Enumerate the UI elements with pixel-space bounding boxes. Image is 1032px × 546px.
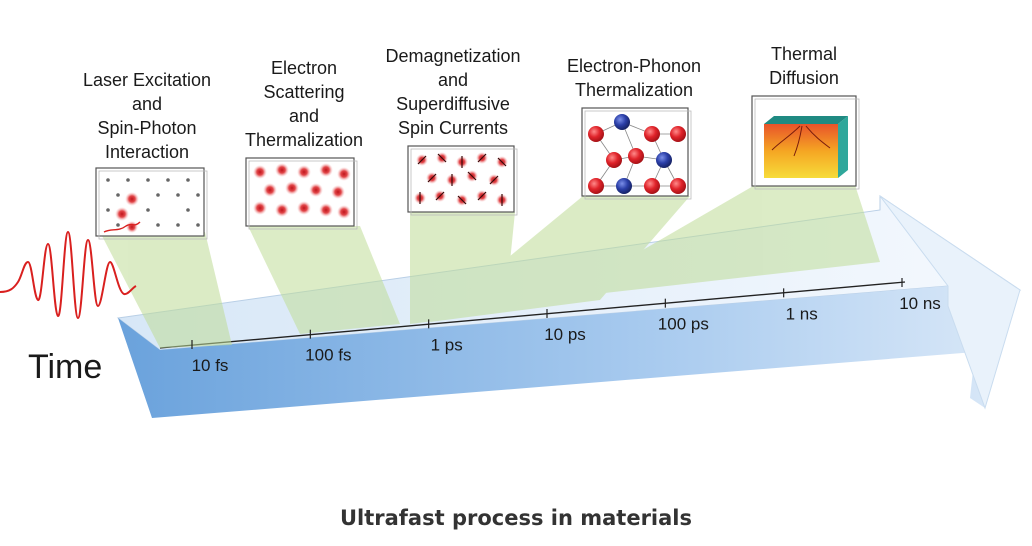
stage-label-electron-phonon: Electron-Phonon Thermalization xyxy=(567,56,701,100)
svg-text:Spin Currents: Spin Currents xyxy=(398,118,508,138)
projection-beams xyxy=(100,185,880,348)
timeline-tick-label: 10 ns xyxy=(899,294,941,313)
spin-currents-lattice-icon xyxy=(407,145,518,216)
svg-text:Electron-Phonon: Electron-Phonon xyxy=(567,56,701,76)
svg-text:Demagnetization: Demagnetization xyxy=(385,46,520,66)
beam-thermal-diffusion xyxy=(560,185,880,298)
svg-text:and: and xyxy=(289,106,319,126)
electron-phonon-lattice-icon xyxy=(581,107,692,200)
beam-laser-excitation xyxy=(100,232,232,348)
svg-text:Interaction: Interaction xyxy=(105,142,189,162)
svg-text:and: and xyxy=(132,94,162,114)
arrow-head-face xyxy=(879,195,1021,410)
svg-text:Laser Excitation: Laser Excitation xyxy=(83,70,211,90)
svg-text:Scattering: Scattering xyxy=(263,82,344,102)
stage-label-electron-scattering: Electron Scattering and Thermalization xyxy=(245,58,363,150)
svg-text:Thermal: Thermal xyxy=(771,44,837,64)
timeline-tick-label: 10 fs xyxy=(192,356,229,375)
laser-pulse-icon xyxy=(0,230,137,320)
svg-text:Superdiffusive: Superdiffusive xyxy=(396,94,510,114)
svg-text:Electron: Electron xyxy=(271,58,337,78)
timeline-ticks: 10 fs 100 fs 1 ps 10 ps 100 ps 1 ns 10 ns xyxy=(191,278,941,375)
beam-electron-phonon xyxy=(430,196,690,322)
stage-label-thermal-diffusion: Thermal Diffusion xyxy=(769,44,839,88)
timeline-tick-label: 100 fs xyxy=(305,346,351,365)
thermal-diffusion-block-icon xyxy=(751,95,860,190)
timeline-tick-label: 1 ps xyxy=(431,335,463,354)
arrow-front-face xyxy=(118,286,1020,418)
electron-scattering-lattice-icon xyxy=(245,157,358,230)
laser-excitation-lattice-icon xyxy=(95,167,208,240)
timeline-tick-label: 1 ns xyxy=(786,304,818,323)
timeline-tick-label: 100 ps xyxy=(658,315,709,334)
svg-text:Thermalization: Thermalization xyxy=(575,80,693,100)
stage-label-spin-currents: Demagnetization and Superdiffusive Spin … xyxy=(385,46,520,138)
stage-label-laser-excitation: Laser Excitation and Spin-Photon Interac… xyxy=(83,70,211,162)
timeline-tick-label: 10 ps xyxy=(544,325,586,344)
figure-caption: Ultrafast process in materials xyxy=(339,506,692,530)
svg-text:and: and xyxy=(438,70,468,90)
beam-electron-scattering xyxy=(248,226,400,334)
svg-text:Diffusion: Diffusion xyxy=(769,68,839,88)
time-axis-label: Time xyxy=(28,348,102,386)
timeline-axis-line xyxy=(159,281,906,349)
svg-text:Thermalization: Thermalization xyxy=(245,130,363,150)
svg-text:Spin-Photon: Spin-Photon xyxy=(97,118,196,138)
